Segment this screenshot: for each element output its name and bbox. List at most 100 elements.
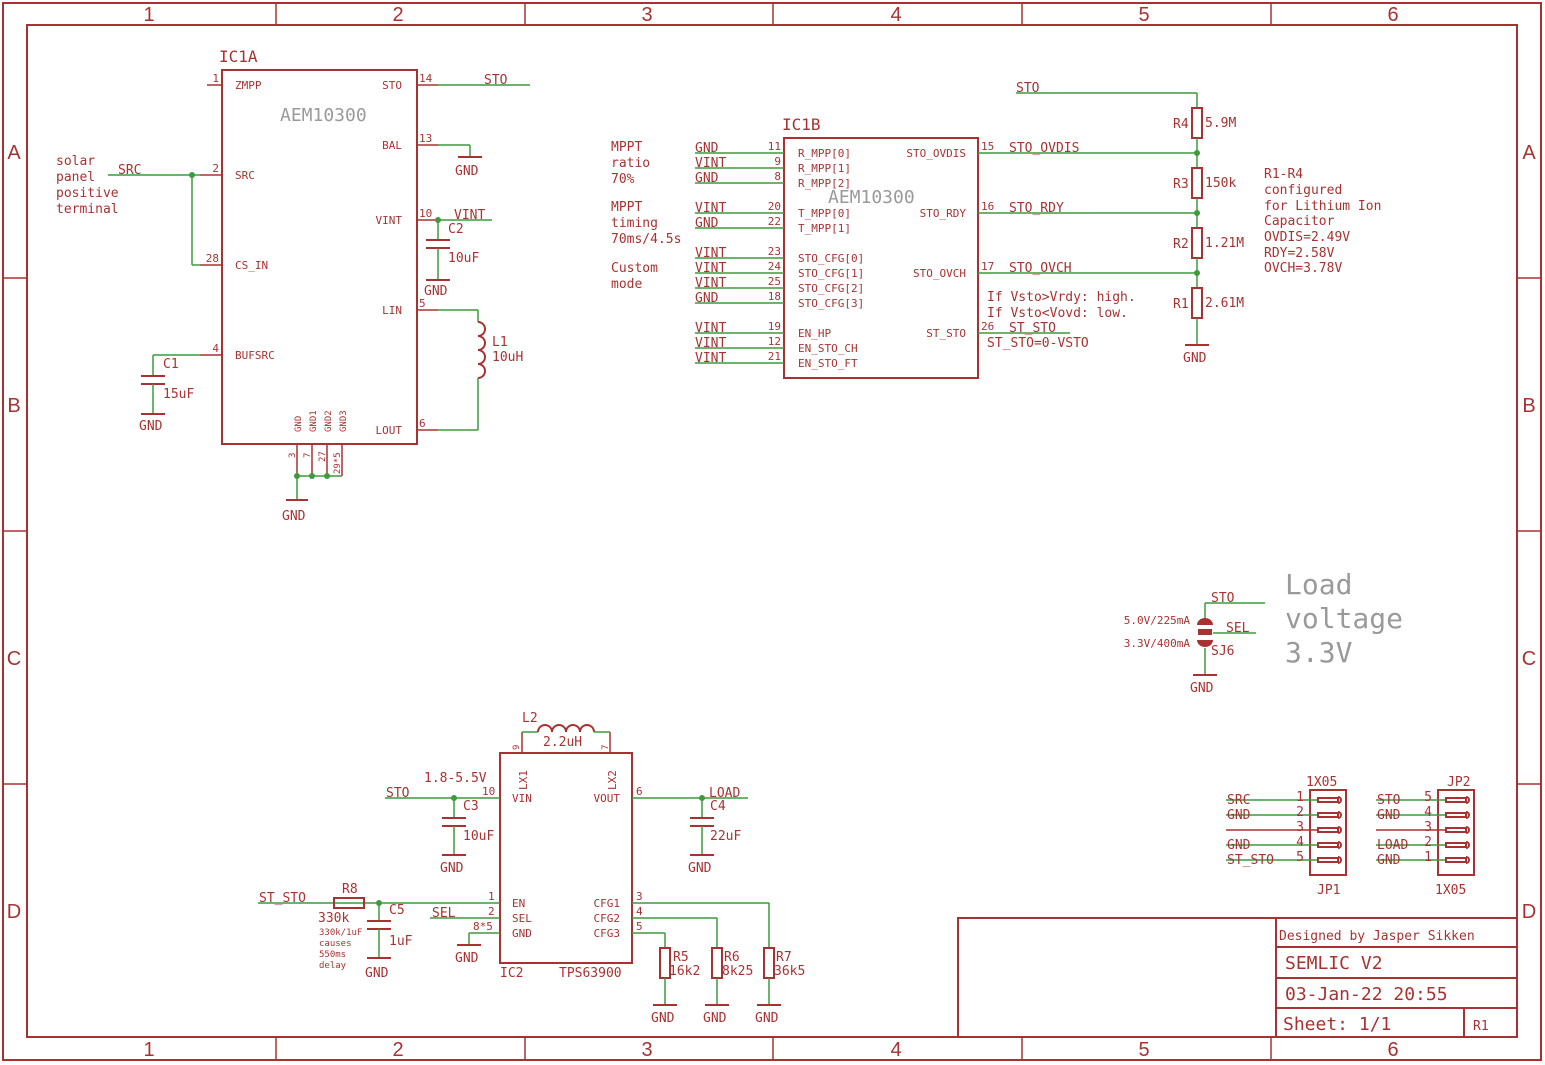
ic1b-pin-label: STO_CFG[1]	[798, 267, 864, 280]
frame-row-a-left: A	[7, 142, 21, 164]
jp1-body[interactable]	[1309, 789, 1347, 876]
ic1b-pin-label: EN_STO_FT	[798, 357, 858, 370]
ic1a-pin-sto: STO	[382, 79, 402, 92]
r1-body[interactable]	[1191, 287, 1203, 319]
frame-col-1-top: 1	[143, 4, 154, 26]
r3-body[interactable]	[1191, 167, 1203, 199]
sj6-opt2: 3.3V/400mA	[1124, 637, 1191, 650]
connector-pin[interactable]	[1317, 857, 1339, 863]
connector-pin-net: LOAD	[1377, 838, 1408, 853]
connector-pin-number: 5	[1296, 850, 1304, 865]
r7-body[interactable]	[763, 947, 775, 979]
frame-col-4-top: 4	[890, 4, 901, 26]
ic1b-pin-label: R_MPP[2]	[798, 177, 851, 190]
title-block: Designed by Jasper Sikken SEMLIC V2 03-J…	[957, 917, 1518, 1038]
connector-pin[interactable]	[1445, 842, 1467, 848]
divider-note-6: RDY=2.58V	[1264, 246, 1335, 261]
r6-gnd: GND	[703, 1011, 727, 1026]
connector-pin-net: SRC	[1227, 793, 1250, 808]
r1-name: R1	[1173, 297, 1189, 312]
ic1a-src-net: SRC	[118, 163, 141, 178]
ic1a-body[interactable]	[221, 69, 418, 445]
sj6-net-sel: SEL	[1226, 621, 1250, 636]
connector-pin[interactable]	[1445, 827, 1467, 833]
ic1b-pin-net: VINT	[695, 246, 726, 261]
ic1b-pinnum-15: 15	[981, 140, 994, 153]
frame-row-c-left: C	[7, 648, 21, 670]
frame-col-3-bottom: 3	[641, 1039, 652, 1061]
c5-value: 1uF	[389, 934, 413, 949]
ic1b-pin-label: EN_STO_CH	[798, 342, 858, 355]
c4-name: C4	[710, 799, 726, 814]
r4-name: R4	[1173, 117, 1189, 132]
ic1a-pinnum-4: 4	[212, 342, 219, 355]
r8-note-2: causes	[319, 939, 352, 949]
net-sto-ovdis: STO_OVDIS	[1009, 141, 1079, 156]
divider-note-5: OVDIS=2.49V	[1264, 230, 1350, 245]
frame-col-3-top: 3	[641, 4, 652, 26]
sj6-pad-bottom[interactable]	[1197, 640, 1213, 647]
connector-pin[interactable]	[1317, 812, 1339, 818]
ic1a-pinnum-5: 5	[419, 297, 426, 310]
c2-gnd: GND	[424, 284, 448, 299]
ic1b-pin-label: STO_CFG[2]	[798, 282, 864, 295]
ic1b-pin-net: GND	[695, 216, 719, 231]
ic1a-pin-gnd1: GND1	[309, 410, 319, 432]
r2-body[interactable]	[1191, 227, 1203, 259]
c3-value: 10uF	[463, 829, 494, 844]
ic1b-pin-net: VINT	[695, 276, 726, 291]
ic1a-pinnum-6: 6	[419, 417, 426, 430]
ic1a-name: IC1A	[219, 47, 258, 66]
r4-body[interactable]	[1191, 107, 1203, 139]
r6-value: 8k25	[722, 964, 753, 979]
load-note-2: voltage	[1285, 602, 1403, 635]
ic2-pin-cfg1: CFG1	[594, 897, 621, 910]
l1-value: 10uH	[492, 350, 523, 365]
ic1b-pin-net: VINT	[695, 201, 726, 216]
ic2-sto-net: STO	[386, 786, 410, 801]
r8-body[interactable]	[333, 897, 365, 909]
frame-col-4-bottom: 4	[890, 1039, 901, 1061]
l2-name: L2	[522, 711, 538, 726]
connector-pin[interactable]	[1445, 797, 1467, 803]
ic1a-pin-gnd2: GND2	[324, 410, 334, 432]
r1-value: 2.61M	[1205, 296, 1244, 311]
jp2-body[interactable]	[1437, 789, 1475, 876]
connector-pin[interactable]	[1317, 827, 1339, 833]
connector-pin[interactable]	[1317, 842, 1339, 848]
r8-value: 330k	[318, 911, 349, 926]
ic2-block: L2 2.2uH 9 7 LX1 LX2 STO 1.8-5.5V VIN 10…	[258, 711, 805, 1026]
ic1b-pin-label: STO_CFG[3]	[798, 297, 864, 310]
r6-body[interactable]	[711, 947, 723, 979]
ic2-pinnum-4: 4	[636, 905, 643, 918]
ic2-body[interactable]	[499, 752, 633, 964]
solar-note-4: terminal	[56, 202, 119, 217]
ic1b-pin-label: R_MPP[0]	[798, 147, 851, 160]
frame-col-5-top: 5	[1138, 4, 1149, 26]
connector-pin[interactable]	[1445, 812, 1467, 818]
ic2-pinnum-8x5: 8*5	[473, 920, 493, 933]
connector-pin-number: 1	[1296, 790, 1304, 805]
ic1b-pinnum-26: 26	[981, 320, 994, 333]
ic1b-pin-label: T_MPP[1]	[798, 222, 851, 235]
ic2-part: TPS63900	[559, 966, 622, 981]
l2-coil[interactable]	[537, 724, 595, 733]
connector-pin[interactable]	[1317, 797, 1339, 803]
ic1b-pin-number: 19	[768, 320, 781, 333]
ic2-pin-vout: VOUT	[594, 792, 621, 805]
sheet-revision: R1	[1473, 1019, 1489, 1034]
r7-name: R7	[776, 950, 792, 965]
sj6-pad-mid[interactable]	[1198, 629, 1212, 635]
sj6-pad-top[interactable]	[1197, 618, 1213, 625]
ic1a-part: AEM10300	[280, 105, 367, 126]
connector-pin-net: ST_STO	[1227, 853, 1274, 868]
ic1a-pinnum-29x5: 29*5	[333, 452, 343, 474]
l1-coil[interactable]	[477, 321, 486, 379]
c4-gnd: GND	[688, 861, 712, 876]
divider-sto-net: STO	[1016, 81, 1040, 96]
ic1b-pin-sto-ovdis: STO_OVDIS	[906, 147, 966, 160]
ic1a-pinnum-27: 27	[318, 451, 328, 462]
jp2-name: JP2	[1447, 775, 1470, 790]
connector-pin[interactable]	[1445, 857, 1467, 863]
